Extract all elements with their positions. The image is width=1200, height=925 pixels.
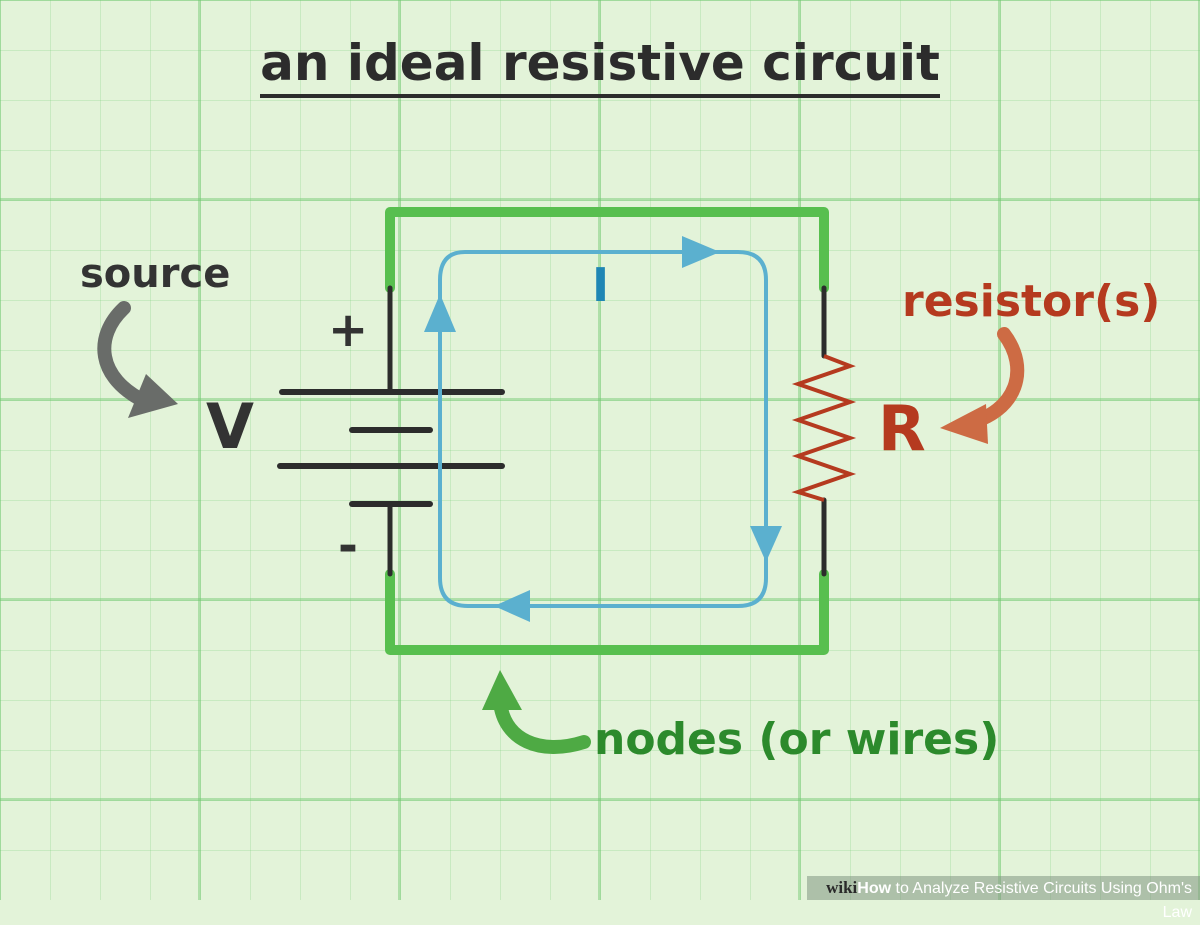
watermark-text: to Analyze Resistive Circuits Using Ohm'… — [891, 880, 1193, 921]
curved-arrow-icon — [493, 695, 591, 754]
curved-arrow-icon — [97, 301, 153, 409]
resistor-zigzag — [791, 354, 857, 502]
circuit-wires — [385, 207, 829, 655]
top-wire — [385, 207, 829, 293]
resistor-arrow-head — [940, 404, 988, 444]
nodes-arrow — [482, 670, 591, 754]
grid-paper-background — [0, 0, 1200, 900]
source-label: source — [80, 251, 231, 297]
diagram-title-text: an ideal resistive circuit — [260, 34, 940, 98]
watermark-brand: wiki — [826, 878, 858, 897]
arrow-head-right-icon — [682, 236, 720, 268]
battery-symbol — [277, 389, 505, 507]
bottom-wire — [385, 569, 829, 655]
source-arrow-head — [128, 374, 178, 418]
plus-terminal-label: + — [328, 302, 369, 358]
current-path — [438, 250, 768, 608]
nodes-arrow-head — [482, 670, 522, 710]
voltage-label: V — [206, 390, 254, 463]
conductor-stubs — [387, 285, 827, 577]
circuit-diagram — [97, 207, 1025, 754]
source-arrow — [97, 301, 178, 418]
current-label: I — [592, 258, 610, 312]
minus-terminal-label: - — [338, 518, 358, 574]
resistance-label: R — [878, 392, 926, 465]
resistors-label: resistor(s) — [902, 276, 1161, 327]
nodes-label: nodes (or wires) — [594, 714, 1000, 765]
diagram-title: an ideal resistive circuit — [0, 34, 1200, 98]
arrow-head-down-icon — [750, 526, 782, 562]
current-arrowheads — [424, 236, 782, 622]
watermark-how: How — [857, 880, 892, 897]
arrow-head-up-icon — [424, 294, 456, 332]
resistor-arrow — [940, 327, 1025, 444]
current-loop — [438, 250, 768, 608]
arrow-head-left-icon — [494, 590, 530, 622]
watermark-banner: wikiHow to Analyze Resistive Circuits Us… — [807, 876, 1200, 921]
